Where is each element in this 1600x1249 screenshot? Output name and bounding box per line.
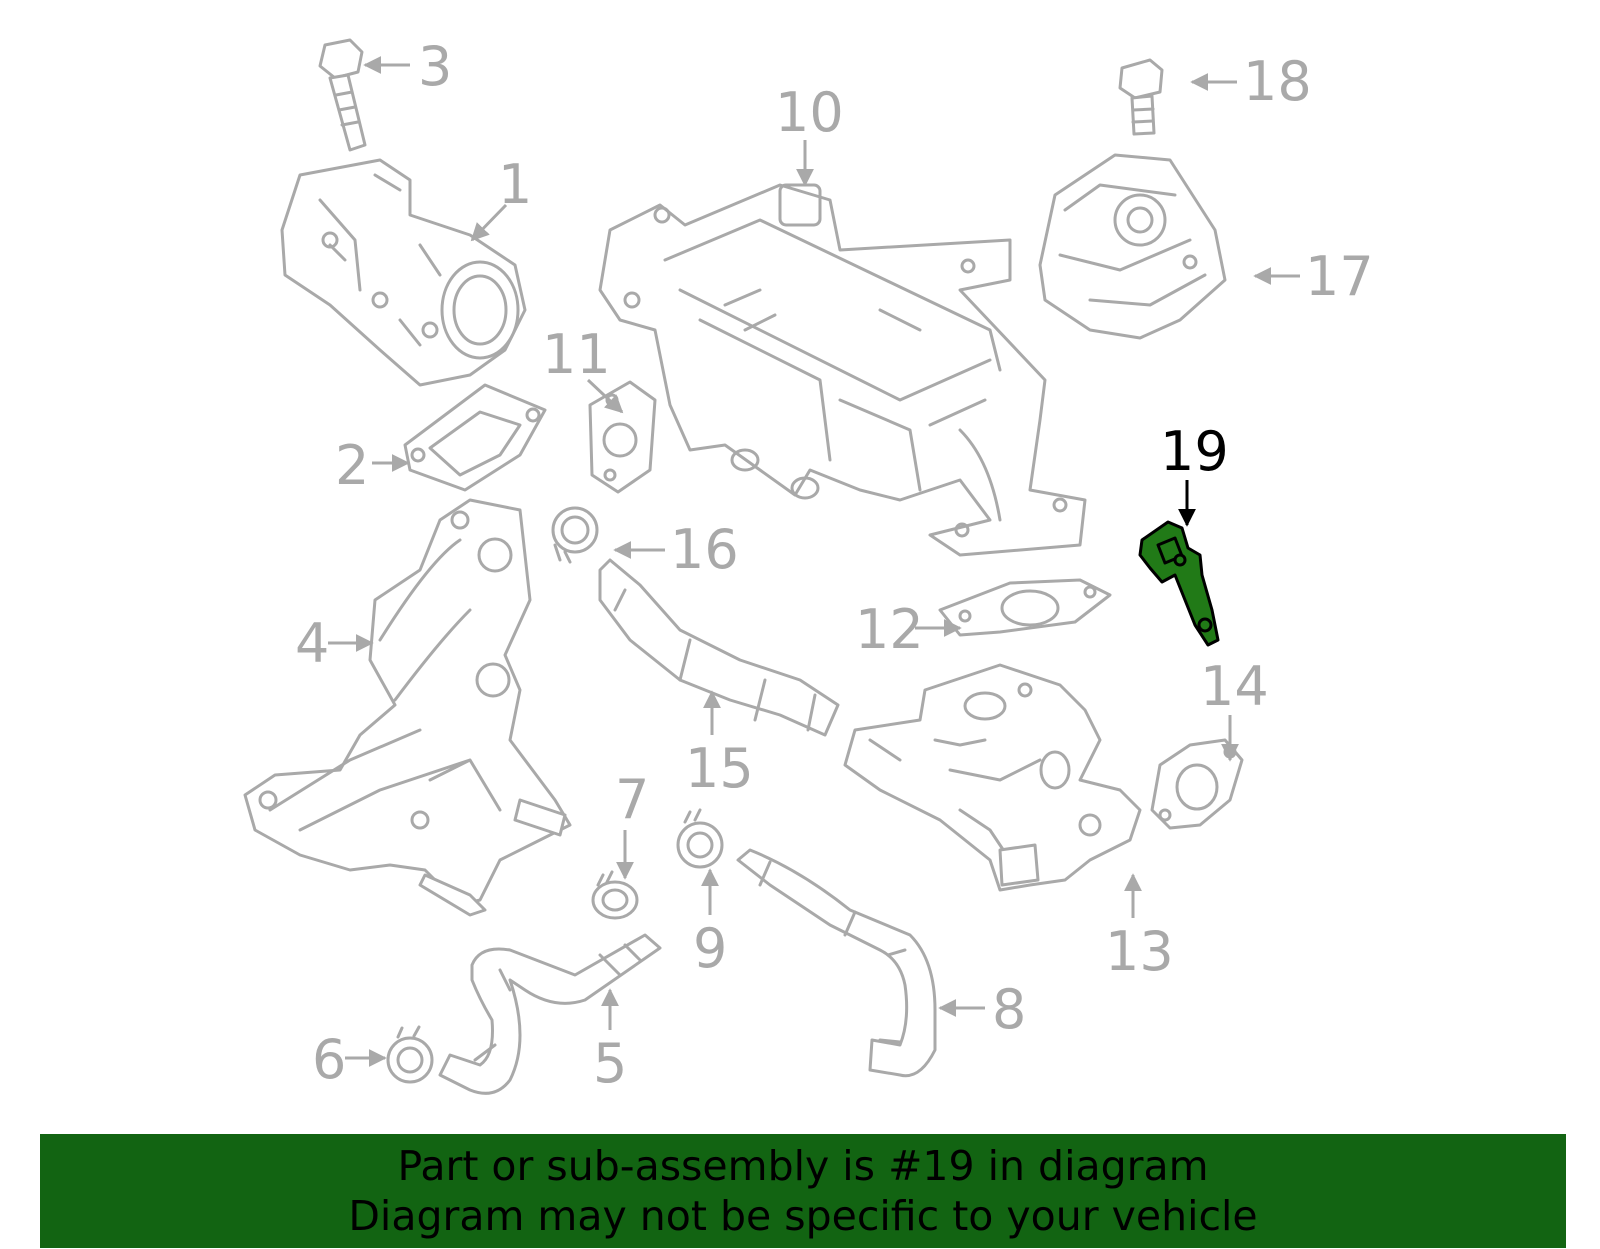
- banner-line-part: Part or sub-assembly is #19 in diagram: [397, 1142, 1209, 1190]
- callout-2: 2: [335, 434, 369, 497]
- part-14-gasket[interactable]: [1150, 738, 1244, 830]
- part-5-hose[interactable]: [438, 933, 662, 1095]
- callout-10: 10: [775, 81, 844, 144]
- part-13-thermostat-housing[interactable]: [843, 663, 1142, 892]
- part-4-egr-housing[interactable]: [243, 498, 572, 917]
- part-19-bracket[interactable]: [1138, 520, 1220, 647]
- part-8-hose[interactable]: [736, 848, 937, 1078]
- part-15-hose[interactable]: [598, 558, 840, 737]
- callout-9: 9: [693, 917, 727, 980]
- part-3-bolt[interactable]: [318, 38, 367, 152]
- part-1-egr-valve[interactable]: [280, 158, 527, 387]
- callout-labels: 1 2 3 4 5 6 7 8 9 10 11 12 13 14 15 16 1…: [295, 35, 1374, 1095]
- callout-12: 12: [855, 598, 924, 661]
- callout-6: 6: [312, 1028, 346, 1091]
- leader-11: [586, 378, 624, 414]
- callout-1: 1: [498, 153, 532, 216]
- part-9-clamp[interactable]: [676, 808, 724, 869]
- callout-17: 17: [1305, 245, 1374, 308]
- part-12-gasket[interactable]: [938, 578, 1112, 637]
- callout-11: 11: [542, 323, 611, 386]
- callout-13: 13: [1105, 920, 1174, 983]
- part-18-bolt[interactable]: [1118, 58, 1164, 136]
- callout-4: 4: [295, 612, 329, 675]
- part-6-clamp[interactable]: [386, 1025, 434, 1084]
- callout-5: 5: [593, 1032, 627, 1095]
- callout-16: 16: [670, 518, 739, 581]
- part-2-gasket[interactable]: [403, 383, 547, 492]
- leader-lines: [328, 56, 1300, 1067]
- banner-line-disclaimer: Diagram may not be specific to your vehi…: [348, 1192, 1258, 1240]
- callout-7: 7: [615, 768, 649, 831]
- part-10-egr-cooler[interactable]: [598, 183, 1087, 557]
- callout-15: 15: [685, 737, 754, 800]
- callout-18: 18: [1243, 50, 1312, 113]
- callout-14: 14: [1200, 655, 1269, 718]
- info-banner: Part or sub-assembly is #19 in diagram D…: [40, 1134, 1566, 1248]
- part-17-cover[interactable]: [1038, 153, 1227, 340]
- callout-3: 3: [418, 35, 452, 98]
- part-7-clamp[interactable]: [591, 870, 639, 920]
- leader-1: [470, 203, 508, 242]
- callout-8: 8: [992, 978, 1026, 1041]
- callout-19: 19: [1160, 420, 1229, 483]
- part-11-gasket[interactable]: [588, 380, 657, 494]
- part-16-clamp[interactable]: [551, 506, 599, 564]
